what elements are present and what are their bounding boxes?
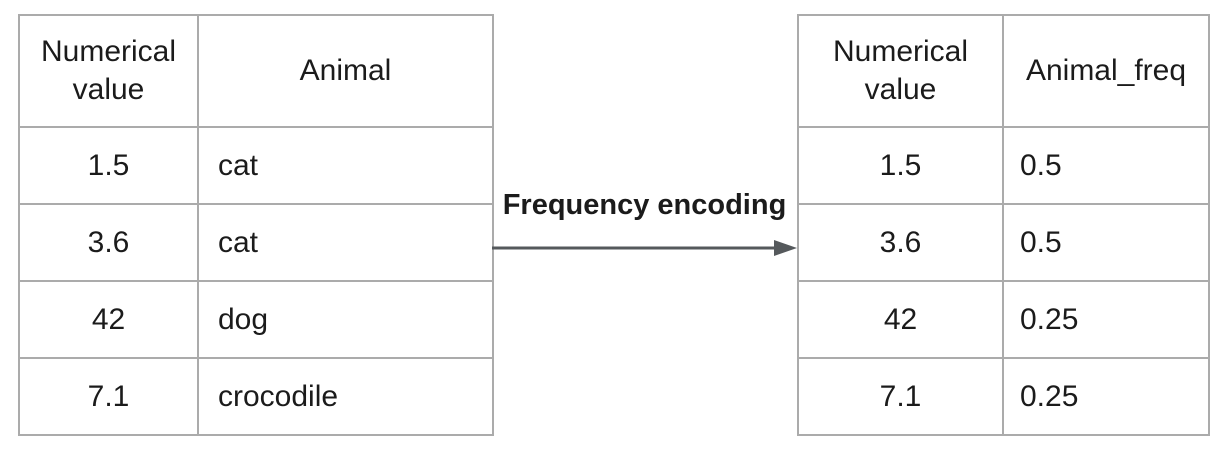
output-header-row: Numerical value Animal_freq [797, 14, 1210, 128]
output-cell-freq-1: 0.5 [1002, 203, 1210, 282]
input-cell-value-1: 3.6 [18, 203, 199, 282]
output-cell-freq-2: 0.25 [1002, 280, 1210, 359]
input-cell-animal-3: crocodile [197, 357, 494, 436]
input-header-numerical-value: Numerical value [18, 14, 199, 128]
output-cell-freq-3: 0.25 [1002, 357, 1210, 436]
table-row: 3.6 cat [18, 203, 494, 282]
table-row: 42 0.25 [797, 280, 1210, 359]
table-row: 3.6 0.5 [797, 203, 1210, 282]
output-cell-value-0: 1.5 [797, 126, 1004, 205]
output-cell-value-2: 42 [797, 280, 1004, 359]
input-cell-value-3: 7.1 [18, 357, 199, 436]
input-cell-value-0: 1.5 [18, 126, 199, 205]
table-row: 1.5 0.5 [797, 126, 1210, 205]
input-table: Numerical value Animal 1.5 cat 3.6 cat 4… [18, 14, 494, 436]
table-row: 7.1 crocodile [18, 357, 494, 436]
input-cell-animal-2: dog [197, 280, 494, 359]
frequency-encoding-label: Frequency encoding [502, 189, 787, 221]
table-row: 42 dog [18, 280, 494, 359]
input-cell-animal-0: cat [197, 126, 494, 205]
output-header-numerical-value: Numerical value [797, 14, 1004, 128]
input-cell-animal-1: cat [197, 203, 494, 282]
output-header-animal-freq: Animal_freq [1002, 14, 1210, 128]
input-cell-value-2: 42 [18, 280, 199, 359]
output-cell-value-1: 3.6 [797, 203, 1004, 282]
output-table: Numerical value Animal_freq 1.5 0.5 3.6 … [797, 14, 1210, 436]
output-cell-freq-0: 0.5 [1002, 126, 1210, 205]
table-row: 1.5 cat [18, 126, 494, 205]
input-header-animal: Animal [197, 14, 494, 128]
right-arrow-icon [492, 240, 797, 256]
input-header-row: Numerical value Animal [18, 14, 494, 128]
output-cell-value-3: 7.1 [797, 357, 1004, 436]
table-row: 7.1 0.25 [797, 357, 1210, 436]
